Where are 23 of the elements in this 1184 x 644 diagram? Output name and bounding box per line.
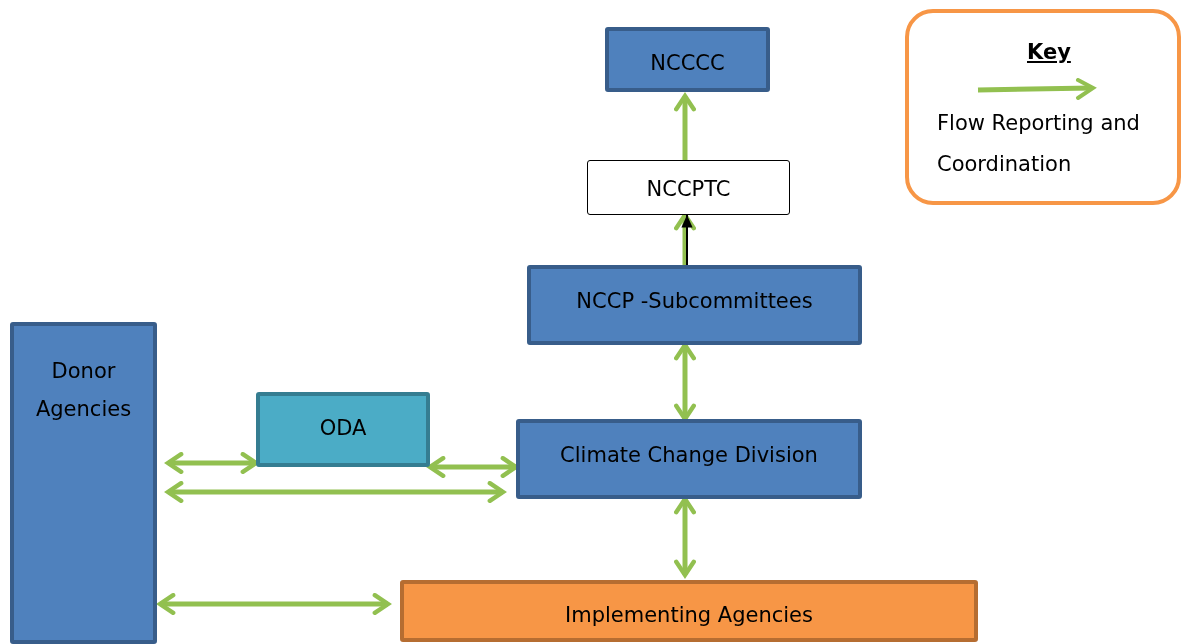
process-box [587, 160, 790, 215]
process-box [10, 322, 157, 644]
arrow [674, 93, 696, 160]
legend-title: Key [1027, 40, 1071, 64]
arrow [674, 342, 696, 422]
process-box [256, 392, 430, 467]
process-box [400, 580, 978, 642]
legend-label: Flow Reporting and Coordination [937, 110, 1141, 178]
arrow [165, 452, 259, 474]
arrow [674, 496, 696, 578]
node-label: Implementing Agencies [565, 602, 813, 629]
node-label: NCCP -Subcommittees [576, 288, 813, 315]
node-label: Climate Change Division [560, 442, 818, 469]
node-label: Donor Agencies [34, 358, 133, 423]
process-box [605, 27, 770, 92]
node-label: NCCPTC [646, 176, 731, 203]
node-label: NCCCC [650, 50, 725, 77]
arrow [165, 481, 506, 503]
arrow [681, 214, 693, 266]
arrow [157, 593, 391, 615]
process-box [516, 419, 862, 499]
process-box [527, 265, 862, 345]
node-label: ODA [319, 415, 367, 442]
